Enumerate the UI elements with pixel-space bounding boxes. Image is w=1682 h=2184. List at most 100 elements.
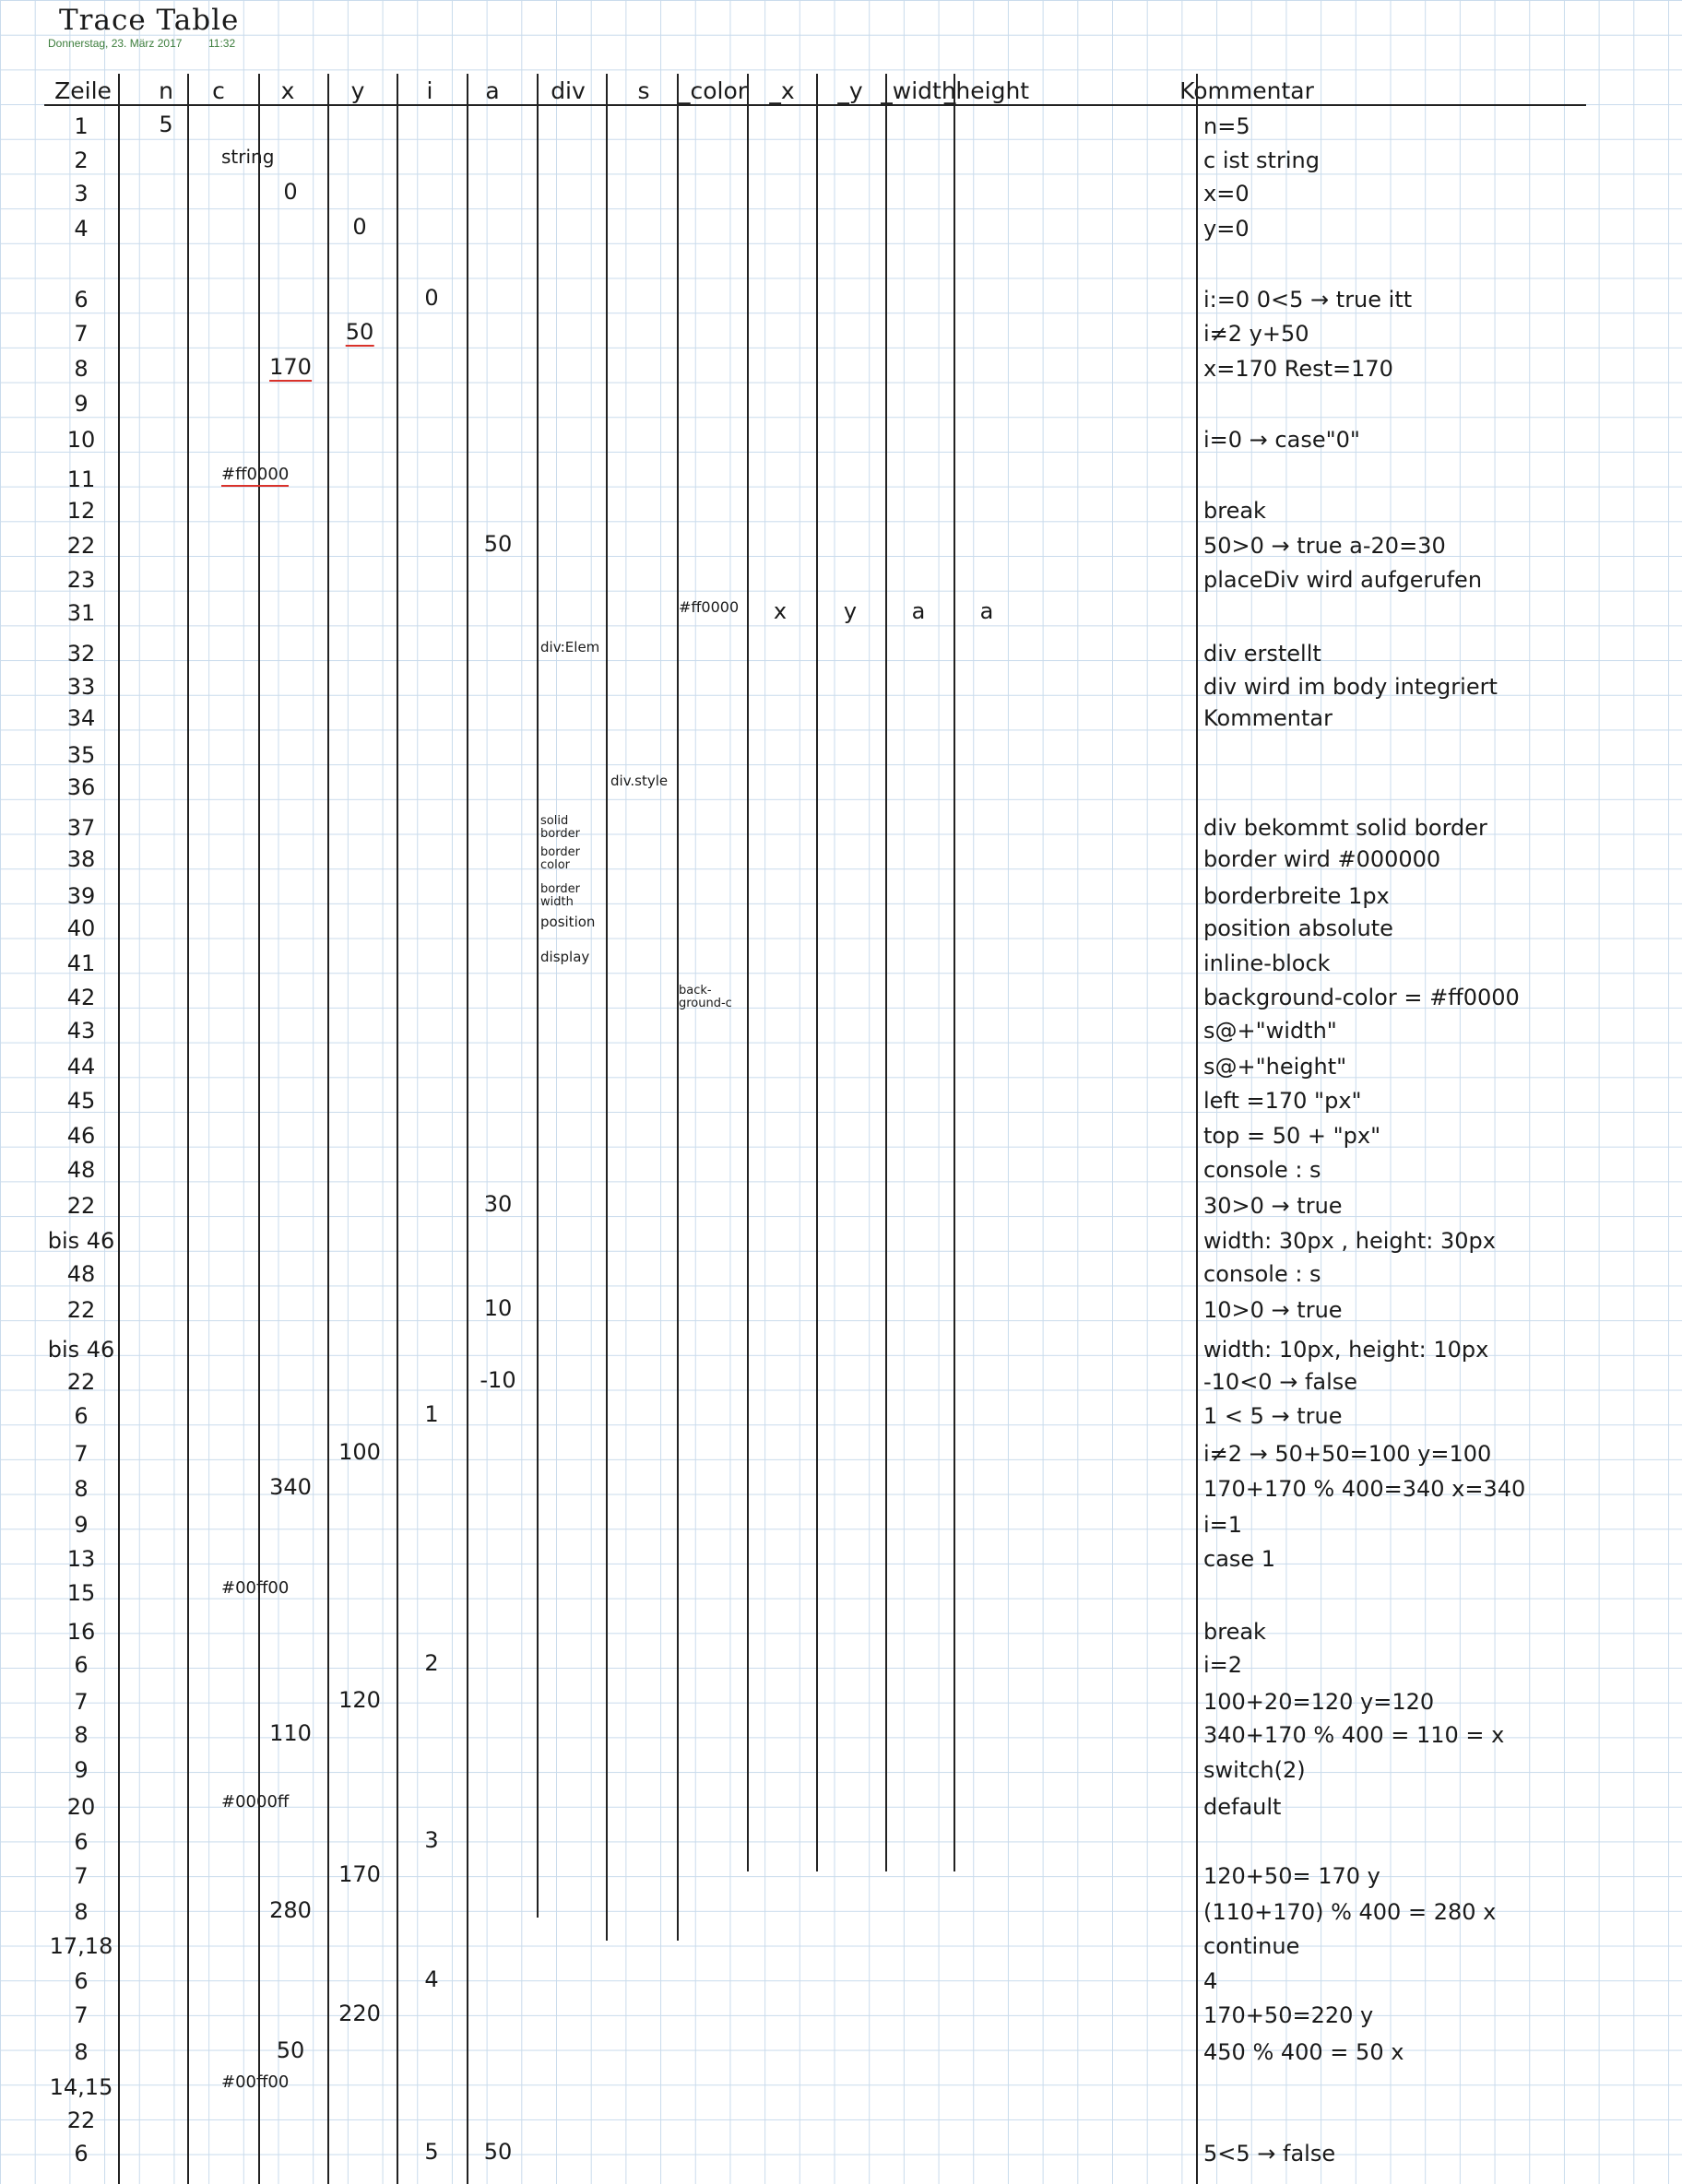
row-line-number: 3 (74, 181, 89, 207)
cell-x: 0 (283, 179, 298, 205)
row-line-number: 22 (66, 1193, 96, 1219)
header-div: div (551, 77, 586, 104)
column-divider (606, 74, 608, 1941)
row-line-number: 12 (66, 498, 96, 524)
row-line-number: 4 (74, 216, 89, 242)
row-line-number: 46 (66, 1123, 96, 1149)
cell-kommentar: borderbreite 1px (1203, 883, 1390, 909)
column-divider (885, 74, 887, 1871)
column-divider (118, 74, 120, 2184)
header-s: s (637, 77, 650, 104)
cell-c: #00ff00 (221, 2072, 290, 2092)
cell-c: #ff0000 (221, 466, 290, 487)
cell-kommentar: continue (1203, 1933, 1300, 1959)
cell-kommentar: 10>0 → true (1203, 1297, 1343, 1323)
row-line-number: 22 (66, 2107, 96, 2133)
cell-a: -10 (480, 1367, 516, 1393)
cell-kommentar: div wird im body integriert (1203, 674, 1498, 700)
header-height: _height (943, 77, 1030, 104)
row-line-number: 44 (66, 1054, 96, 1080)
cell-x: x (773, 598, 788, 624)
column-divider (397, 74, 398, 2184)
note-time: 11:32 (208, 37, 236, 50)
column-divider (816, 74, 818, 1871)
header-y: y (350, 77, 365, 104)
row-line-number: 45 (66, 1088, 96, 1114)
cell-div: display (540, 949, 590, 965)
cell-c: #00ff00 (221, 1578, 290, 1598)
cell-y: 120 (338, 1687, 381, 1713)
cell-kommentar: background-color = #ff0000 (1203, 985, 1520, 1010)
header-zeile: Zeile (54, 77, 112, 104)
cell-c: string (221, 146, 275, 168)
row-line-number: 35 (66, 742, 96, 768)
row-line-number: 2 (74, 148, 89, 173)
cell-color: #ff0000 (679, 598, 740, 616)
cell-color: back-ground-c (679, 984, 732, 1010)
cell-kommentar: x=170 Rest=170 (1203, 356, 1393, 382)
cell-kommentar: -10<0 → false (1203, 1369, 1358, 1395)
cell-kommentar: 450 % 400 = 50 x (1203, 2039, 1404, 2065)
cell-kommentar: border wird #000000 (1203, 846, 1441, 872)
cell-x: 170 (269, 354, 312, 382)
cell-kommentar: width: 30px , height: 30px (1203, 1228, 1496, 1254)
cell-i: 5 (424, 2139, 439, 2165)
row-line-number: 13 (66, 1546, 96, 1572)
row-line-number: 36 (66, 774, 96, 800)
cell-y: 170 (338, 1861, 381, 1887)
row-line-number: 8 (74, 1476, 89, 1502)
row-line-number: 7 (74, 1689, 89, 1715)
cell-y: 220 (338, 2001, 381, 2026)
cell-kommentar: c ist string (1203, 148, 1320, 173)
cell-i: 1 (424, 1401, 439, 1427)
column-divider (747, 74, 749, 1871)
column-divider (677, 74, 679, 1941)
row-line-number: 20 (66, 1794, 96, 1820)
cell-x: 280 (269, 1897, 312, 1923)
cell-kommentar: i=0 → case"0" (1203, 427, 1360, 453)
row-line-number: 9 (74, 1512, 89, 1538)
cell-kommentar: x=0 (1203, 181, 1250, 207)
row-line-number: 48 (66, 1261, 96, 1287)
row-line-number: 8 (74, 1722, 89, 1748)
cell-i: 3 (424, 1827, 439, 1853)
header-x: x (280, 77, 295, 104)
header-c: c (212, 77, 225, 104)
header-underline (44, 104, 1586, 106)
cell-kommentar: 30>0 → true (1203, 1193, 1343, 1219)
cell-kommentar: break (1203, 498, 1266, 524)
cell-kommentar: 4 (1203, 1968, 1218, 1994)
cell-kommentar: 100+20=120 y=120 (1203, 1689, 1435, 1715)
row-line-number: 17,18 (49, 1933, 113, 1959)
cell-x: 110 (269, 1720, 312, 1746)
row-line-number: 32 (66, 641, 96, 667)
cell-s: div.style (610, 773, 669, 789)
cell-i: 2 (424, 1650, 439, 1676)
cell-kommentar: break (1203, 1619, 1266, 1645)
cell-kommentar: switch(2) (1203, 1757, 1306, 1783)
cell-kommentar: i=1 (1203, 1512, 1243, 1538)
column-divider (467, 74, 468, 2184)
cell-a: 10 (483, 1295, 513, 1321)
column-divider (954, 74, 955, 1871)
cell-kommentar: default (1203, 1794, 1282, 1820)
cell-a: 30 (483, 1191, 513, 1217)
row-line-number: 9 (74, 1757, 89, 1783)
row-line-number: 34 (66, 705, 96, 731)
row-line-number: 6 (74, 2141, 89, 2166)
cell-i: 4 (424, 1966, 439, 1992)
cell-kommentar: top = 50 + "px" (1203, 1123, 1381, 1149)
cell-kommentar: i≠2 → 50+50=100 y=100 (1203, 1441, 1492, 1467)
row-line-number: 6 (74, 1652, 89, 1678)
row-line-number: 23 (66, 567, 96, 593)
cell-width: a (911, 598, 926, 624)
note-date: Donnerstag, 23. März 2017 (48, 37, 183, 50)
row-line-number: 31 (66, 600, 96, 626)
row-line-number: 22 (66, 533, 96, 559)
row-line-number: 7 (74, 1863, 89, 1889)
row-line-number: 6 (74, 1829, 89, 1855)
row-line-number: 10 (66, 427, 96, 453)
cell-kommentar: i=2 (1203, 1652, 1243, 1678)
cell-div: border width (540, 882, 580, 909)
header-y-prop: _y (837, 77, 863, 104)
